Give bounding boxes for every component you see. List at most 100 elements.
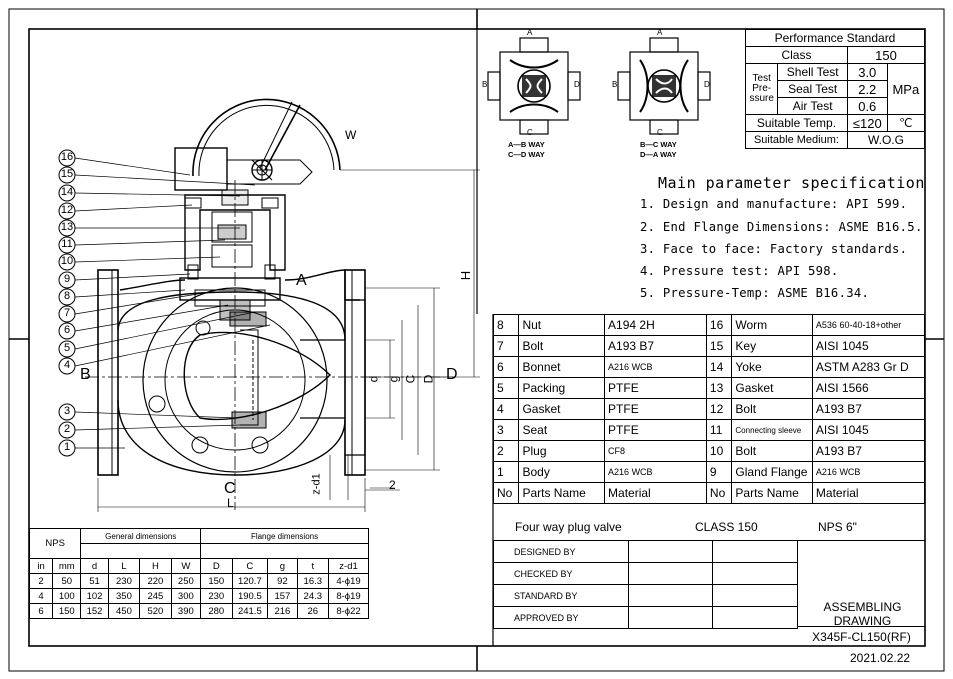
way-right-2: D—A WAY [640, 150, 677, 159]
perf-shell-test-label: Shell Test [777, 63, 848, 81]
product-class: CLASS 150 [695, 520, 758, 534]
dims-flange-header: Flange dimensions [200, 528, 369, 544]
perf-medium-label: Suitable Medium: [745, 131, 848, 149]
schematic-right-b: B [612, 80, 618, 89]
balloon-2: 2 [63, 423, 71, 435]
way-left-2: C—D WAY [508, 150, 545, 159]
drawing-type: ASSEMBLING DRAWING [823, 600, 902, 628]
balloon-14: 14 [60, 186, 74, 198]
perf-seal-test-label: Seal Test [777, 80, 848, 98]
port-a-label: A [296, 272, 307, 289]
perf-shell-test-value: 3.0 [846, 63, 888, 81]
drawing-date: 2021.02.22 [850, 651, 911, 665]
perf-class-label: Class [745, 46, 848, 64]
designed-by: DESIGNED BY [493, 540, 629, 563]
spec-line-4: 4. Pressure test: API 598. [640, 264, 839, 278]
dims-general-header: General dimensions [80, 528, 202, 544]
dim-outer-d-label: D [421, 374, 436, 384]
schematic-left-d: D [574, 80, 580, 89]
balloon-3: 3 [63, 405, 71, 417]
dim-c-label: C [403, 374, 418, 384]
way-left-1: A—B WAY [508, 140, 545, 149]
perf-air-test-value: 0.6 [846, 97, 888, 115]
dim-d-label: d [366, 375, 381, 383]
spec-line-3: 3. Face to face: Factory standards. [640, 242, 908, 256]
flow-schematic-left [487, 37, 581, 135]
drawing-model: X345F-CL150(RF) [812, 630, 911, 644]
dim-2-label: 2 [389, 478, 396, 492]
title-block-product-row: Four way plug valve CLASS 150 NPS 6" [493, 514, 925, 541]
balloon-4: 4 [63, 359, 71, 371]
performance-standard-table: Performance Standard Class 150 Test Pre-… [744, 29, 926, 149]
balloon-5: 5 [63, 342, 71, 354]
spec-line-1: 1. Design and manufacture: API 599. [640, 197, 908, 211]
product-nps: NPS 6" [818, 520, 857, 534]
perf-temp-unit: ℃ [886, 114, 926, 132]
way-right-1: B—C WAY [640, 140, 677, 149]
balloon-15: 15 [60, 168, 74, 180]
product-name: Four way plug valve [515, 520, 622, 534]
dim-l-label: L [227, 496, 234, 510]
balloon-13: 13 [60, 221, 74, 233]
dim-h-label: H [458, 270, 474, 281]
schematic-left-c: C [527, 128, 533, 137]
balloon-6: 6 [63, 324, 71, 336]
balloon-1: 1 [63, 441, 71, 453]
perf-temp-label: Suitable Temp. [745, 114, 848, 132]
balloon-16: 16 [60, 151, 74, 163]
dimensions-table: NPS General dimensions Flange dimensions… [28, 528, 369, 619]
approval-table: DESIGNED BY CHECKED BY STANDARD BY APPRO… [493, 540, 798, 629]
balloon-9: 9 [63, 273, 71, 285]
dim-g-label: g [386, 375, 401, 383]
schematic-right-d: D [704, 80, 710, 89]
spec-line-2: 2. End Flange Dimensions: ASME B16.5. [640, 220, 923, 234]
valve-assembly-drawing [58, 98, 480, 512]
perf-pressure-unit: MPa [886, 63, 926, 115]
dim-w-label: W [345, 128, 357, 142]
perf-medium-value: W.O.G [846, 131, 926, 149]
flow-schematic-right [617, 37, 711, 135]
schematic-right-a: A [657, 28, 663, 37]
perf-seal-test-value: 2.2 [846, 80, 888, 98]
spec-title: Main parameter specification [658, 174, 925, 192]
port-b-label: B [80, 366, 91, 383]
schematic-left-b: B [482, 80, 488, 89]
schematic-right-c: C [657, 128, 663, 137]
standard-by: STANDARD BY [493, 584, 629, 607]
perf-title: Performance Standard [745, 29, 925, 47]
approved-by: APPROVED BY [493, 606, 629, 629]
port-d-label: D [446, 366, 458, 383]
balloon-8: 8 [63, 290, 71, 302]
balloon-7: 7 [63, 307, 71, 319]
perf-test-pressure-label: Test Pre- ssure [744, 63, 779, 115]
perf-class-value: 150 [846, 46, 926, 64]
perf-temp-value: ≤120 [846, 114, 888, 132]
port-c-label: C [224, 480, 236, 497]
perf-air-test-label: Air Test [777, 97, 848, 115]
drawing-model-box: X345F-CL150(RF) [798, 626, 925, 647]
dims-nps-header: NPS [28, 528, 82, 559]
spec-line-5: 5. Pressure-Temp: ASME B16.34. [640, 286, 870, 300]
checked-by: CHECKED BY [493, 562, 629, 585]
balloon-12: 12 [60, 204, 74, 216]
dim-zd1-label: z-d1 [310, 473, 323, 495]
balloon-10: 10 [60, 255, 74, 267]
schematic-left-a: A [527, 28, 533, 37]
balloon-11: 11 [61, 238, 73, 250]
